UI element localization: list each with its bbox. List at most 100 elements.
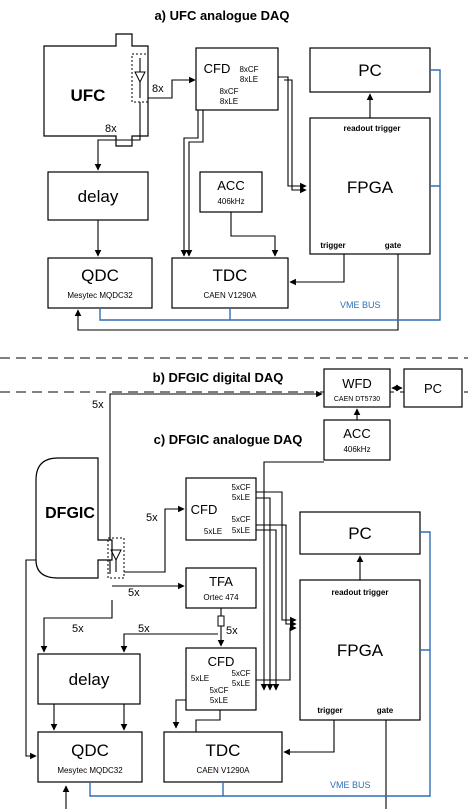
fpga-a-gate-wire (74, 254, 399, 331)
fpga-a-readout-trigger: readout trigger (344, 124, 401, 133)
fpga-c (299, 579, 421, 721)
mult-8x-b: 8x (105, 123, 117, 135)
vme-bus-a-label: VME BUS (340, 300, 381, 310)
pc-b (403, 368, 463, 408)
dfgic-to-qdc (25, 559, 37, 760)
fpga-c-gate: gate (377, 706, 394, 715)
cfd2-c-label: CFD (208, 654, 235, 669)
tdc-c-model: CAEN V1290A (197, 766, 251, 775)
acc-c-label: ACC (343, 426, 370, 441)
cfd-a-label: CFD (204, 61, 231, 76)
cfd2-c-o3: 5xLE (232, 679, 250, 688)
fpga-a-label: FPGA (347, 178, 394, 197)
vme-bus-c-label: VME BUS (330, 780, 371, 790)
tdc-a (171, 257, 289, 309)
delay-a-label: delay (78, 187, 119, 206)
ufc-to-delay (94, 102, 141, 171)
fpga-a-trigger: trigger (320, 241, 345, 250)
tfa-splitter-icon (217, 615, 225, 627)
mult-5x-c3: 5x (226, 625, 238, 637)
dfgic-detector (35, 457, 113, 579)
pc-a-label: PC (358, 61, 382, 80)
delay-c-label: delay (69, 670, 110, 689)
tdc-c (163, 731, 283, 783)
fpga-a (309, 117, 431, 255)
delay-c (37, 653, 141, 705)
cfd-a-to-tdc (180, 110, 199, 257)
vme-bus-a (99, 69, 441, 321)
section-a-title: a) UFC analogue DAQ (154, 8, 289, 23)
cfd-a-to-tdc-2 (185, 110, 204, 257)
qdc-c-label: QDC (71, 741, 109, 760)
cfd1-c-o4: 5xLE (232, 526, 250, 535)
dfgic-label: DFGIC (45, 505, 95, 522)
pc-b-label: PC (424, 381, 442, 396)
fpga-a-gate: gate (385, 241, 402, 250)
qdc-c-model: Mesytec MQDC32 (57, 766, 123, 775)
ufc-to-cfd (148, 76, 196, 99)
cfd1-to-tdc-2 (256, 529, 280, 691)
pc-c (299, 511, 421, 555)
section-c-title: c) DFGIC analogue DAQ (154, 432, 303, 447)
tdc-c-label: TDC (206, 741, 241, 760)
cfd2-c-o5: 5xLE (210, 696, 228, 705)
tfa (185, 567, 257, 609)
mult-5x-c1: 5x (146, 512, 158, 524)
pc-c-label: PC (348, 524, 372, 543)
cfd-a-out3: 8xCF (219, 87, 238, 96)
cfd2-c (185, 647, 257, 711)
cfd-a-to-fpga-2 (284, 79, 307, 194)
cfd2-c-o4: 5xCF (209, 686, 228, 695)
cfd1-c-label: CFD (191, 502, 218, 517)
acc-a-to-tdc (230, 212, 279, 257)
wfd-model: CAEN DT5730 (334, 396, 380, 403)
mult-5x-c2: 5x (128, 587, 140, 599)
section-b-title: b) DFGIC digital DAQ (153, 370, 284, 385)
cfd2-c-o1: 5xLE (191, 674, 209, 683)
cfd1-c-o3: 5xCF (231, 515, 250, 524)
wfd-label: WFD (342, 376, 372, 391)
wfd (323, 368, 391, 408)
fpga-c-trigger: trigger (317, 706, 342, 715)
tfa-model: Ortec 474 (203, 593, 239, 602)
cfd-a-out1: 8xCF (239, 65, 258, 74)
acc-c-to-tdc (260, 461, 324, 691)
cfd2-to-tdc (195, 710, 221, 732)
splitter-to-delay (120, 633, 218, 653)
cfd2-c-o2: 5xCF (231, 669, 250, 678)
mult-5x-c5: 5x (72, 623, 84, 635)
cfd1-to-tdc (256, 497, 274, 691)
dfgic-to-cfd1 (124, 505, 185, 573)
fpga-c-readout-trigger: readout trigger (332, 588, 389, 597)
cfd1-to-fpga-2 (256, 524, 297, 628)
cfd-a (195, 47, 279, 111)
cfd-a-out4: 8xLE (220, 97, 238, 106)
cfd1-c (185, 477, 257, 541)
mult-5x-b: 5x (92, 399, 104, 411)
ufc-label: UFC (71, 86, 106, 105)
cfd-a-out2: 8xLE (240, 75, 258, 84)
cfd1-c-o2: 5xLE (232, 493, 250, 502)
cfd1-c-o5: 5xLE (204, 527, 222, 536)
acc-c-freq: 406kHz (343, 445, 370, 454)
cfd-a-to-fpga (278, 76, 307, 190)
tdc-a-label: TDC (213, 266, 248, 285)
cfd1-c-o1: 5xCF (231, 483, 250, 492)
mult-5x-c4: 5x (138, 623, 150, 635)
qdc-c (37, 731, 143, 783)
acc-a (199, 171, 263, 213)
cfd1-to-fpga (256, 491, 297, 624)
acc-a-freq: 406kHz (217, 197, 244, 206)
tfa-label: TFA (209, 574, 233, 589)
fpga-c-trigger-wire (283, 720, 335, 756)
pc-a (309, 47, 431, 93)
qdc-a-model: Mesytec MQDC32 (67, 291, 133, 300)
vme-bus-c (89, 531, 431, 797)
qdc-a-label: QDC (81, 266, 119, 285)
fpga-a-trigger-wire (289, 254, 345, 286)
cfd2-to-fpga (256, 624, 297, 681)
cfd2-to-qdc (172, 699, 186, 729)
dfgic-to-delay (40, 600, 113, 653)
dfgic-to-wfd (109, 390, 323, 574)
